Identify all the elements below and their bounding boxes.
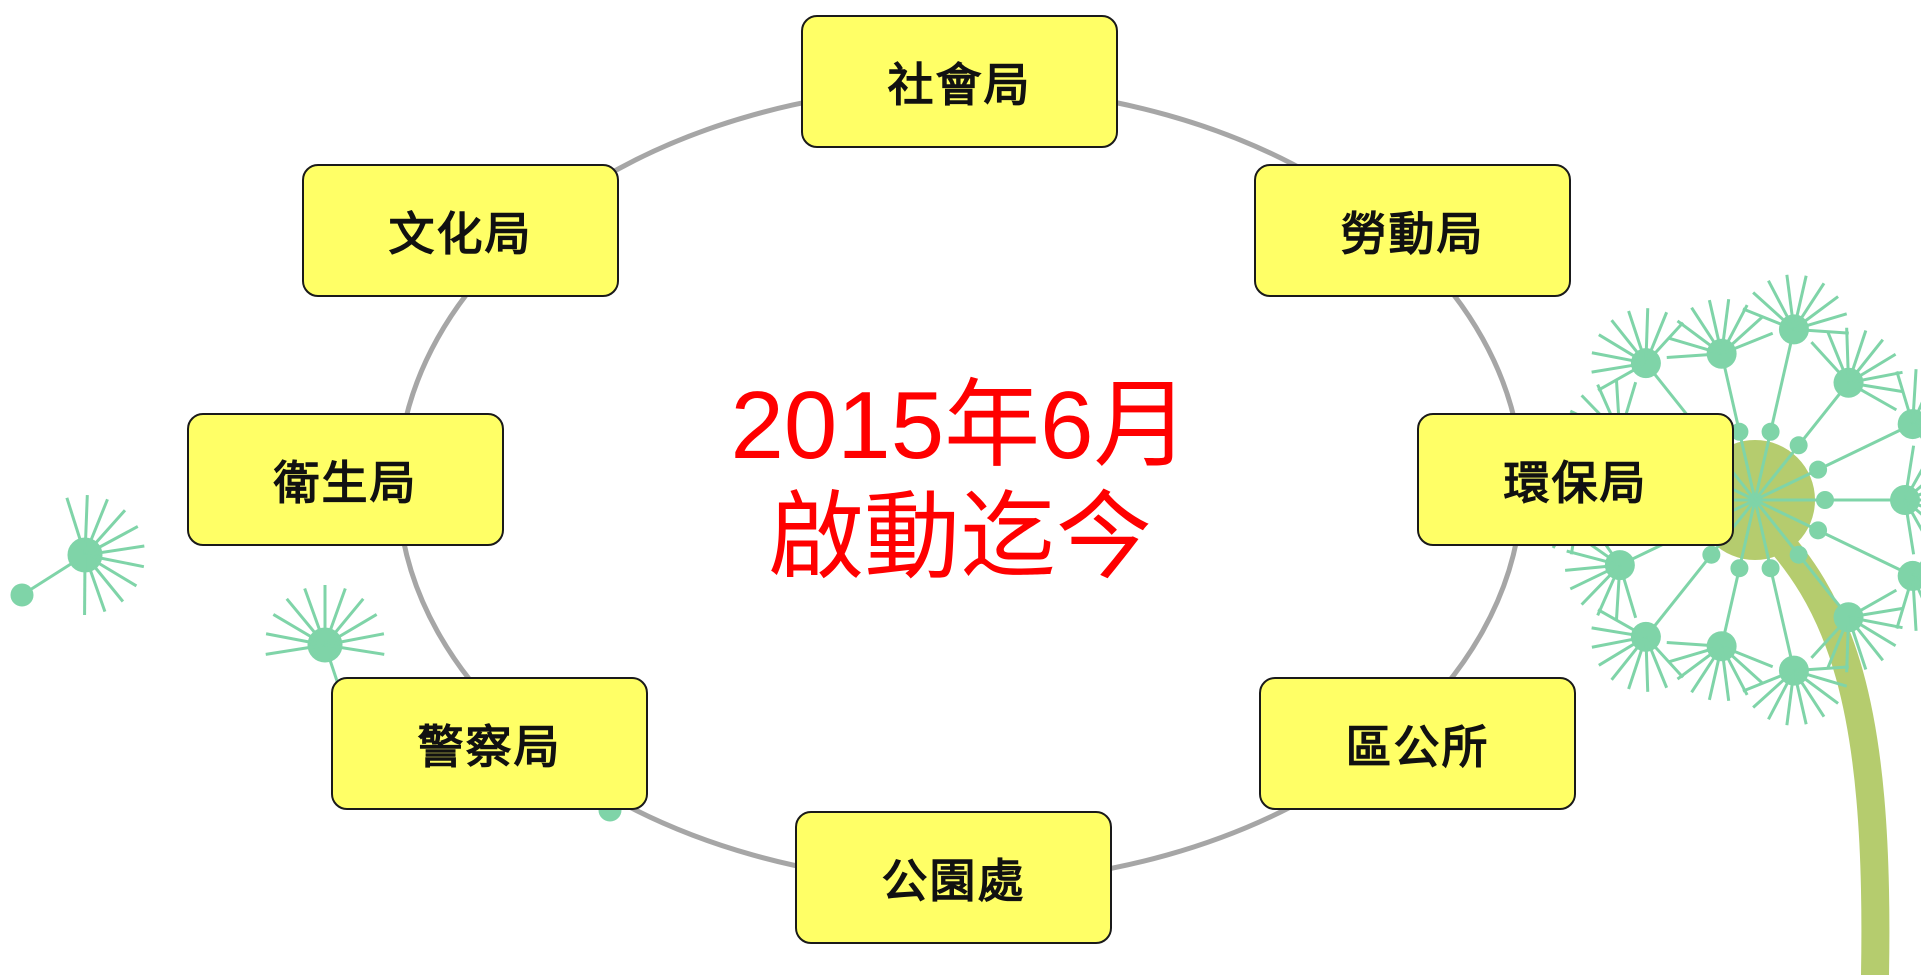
node-district-office: 區公所: [1259, 677, 1576, 810]
node-culture-bureau: 文化局: [302, 164, 619, 297]
dandelion-seed-lower-left-icon: [265, 585, 622, 822]
dandelion-seed-left-icon: [10, 494, 145, 616]
dandelion-plant-icon: [1525, 274, 1921, 975]
node-health-bureau: 衛生局: [187, 413, 504, 546]
node-police-bureau: 警察局: [331, 677, 648, 810]
node-parks-office: 公園處: [795, 811, 1112, 944]
node-social-bureau: 社會局: [801, 15, 1118, 148]
node-labor-bureau: 勞動局: [1254, 164, 1571, 297]
node-environment-bureau: 環保局: [1417, 413, 1734, 546]
center-label-date: 2015年6月: [730, 372, 1190, 479]
center-label: 2015年6月 啟動迄今: [660, 370, 1260, 594]
center-label-status: 啟動迄今: [768, 484, 1152, 591]
